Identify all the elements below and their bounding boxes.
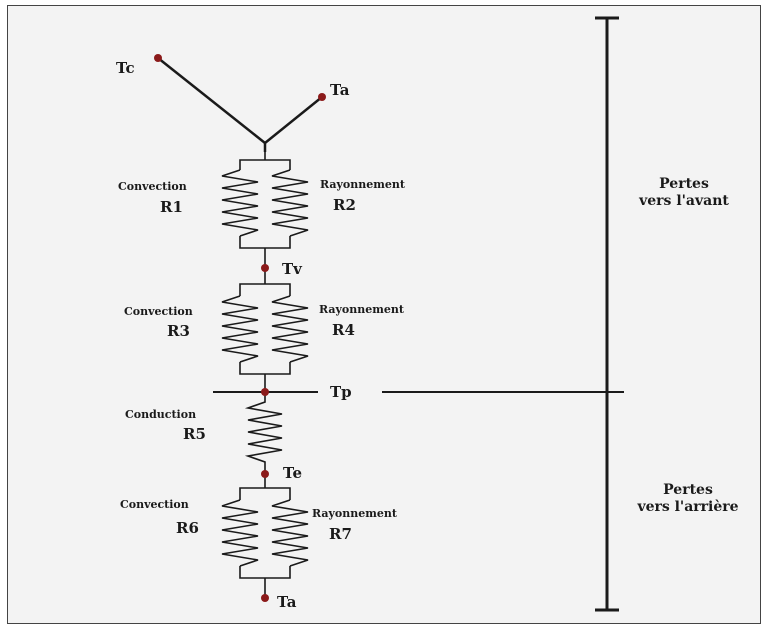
r1-label: R1 xyxy=(160,198,183,216)
node-te-label: Te xyxy=(283,464,302,482)
input-branches xyxy=(157,57,323,152)
back-losses-line2: vers l'arrière xyxy=(636,499,738,515)
front-losses-line2: vers l'avant xyxy=(638,193,729,209)
node-tv-label: Tv xyxy=(282,260,303,278)
node-tv-dot xyxy=(261,264,269,272)
node-ta-bottom-dot xyxy=(261,594,269,602)
node-tp-label: Tp xyxy=(330,383,352,401)
temperature-nodes xyxy=(154,54,326,602)
front-losses-line1: Pertes xyxy=(659,176,709,192)
block-r6-r7 xyxy=(221,474,309,598)
node-te-dot xyxy=(261,470,269,478)
diagram-frame xyxy=(7,5,761,624)
block-r5 xyxy=(244,392,283,474)
node-tp-dot xyxy=(261,388,269,396)
r7-type-label: Rayonnement xyxy=(312,507,398,520)
r3-label: R3 xyxy=(167,322,190,340)
node-ta-top-label: Ta xyxy=(330,81,350,99)
losses-scale-bar xyxy=(595,16,619,612)
node-tc-label: Tc xyxy=(116,59,135,77)
node-ta-bottom-label: Ta xyxy=(277,593,297,611)
node-tc-dot xyxy=(154,54,162,62)
r3-type-label: Convection xyxy=(124,305,193,318)
r6-label: R6 xyxy=(176,519,199,537)
r2-label: R2 xyxy=(333,196,356,214)
r1-type-label: Convection xyxy=(118,180,187,193)
r5-label: R5 xyxy=(183,425,206,443)
r6-type-label: Convection xyxy=(120,498,189,511)
r5-type-label: Conduction xyxy=(125,408,196,421)
node-ta-top-dot xyxy=(318,93,326,101)
block-r3-r4 xyxy=(221,268,309,392)
r7-label: R7 xyxy=(329,525,352,543)
back-losses-line1: Pertes xyxy=(663,482,713,498)
r2-type-label: Rayonnement xyxy=(320,178,406,191)
block-r1-r2 xyxy=(221,152,309,268)
r4-type-label: Rayonnement xyxy=(319,303,405,316)
r4-label: R4 xyxy=(332,321,355,339)
